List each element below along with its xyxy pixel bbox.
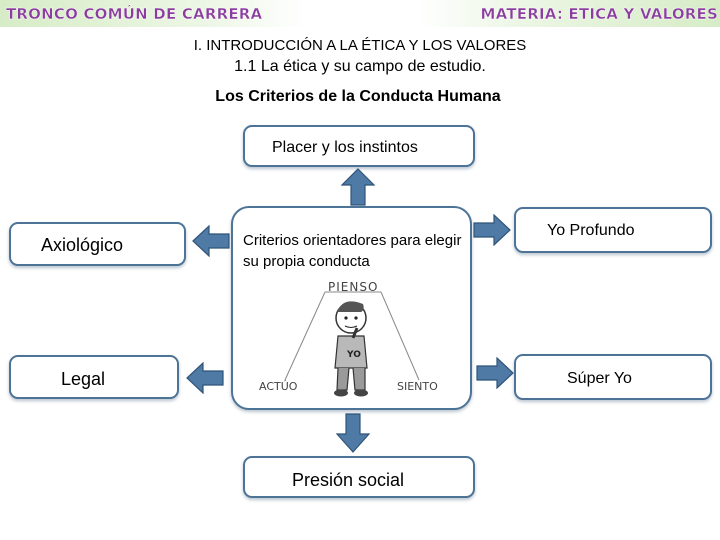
box-placer-instintos: Placer y los instintos	[243, 125, 475, 167]
illustration-word-actuo: ACTÚO	[259, 380, 298, 393]
arrow-right-top-icon	[473, 214, 511, 246]
box-presion-social: Presión social	[243, 456, 475, 498]
header-subject-title: MATERIA: ETICA Y VALORES	[418, 0, 720, 27]
arrow-left-bottom-icon	[186, 362, 224, 394]
arrow-left-top-icon	[192, 225, 230, 257]
box-axiologico: Axiológico	[9, 222, 186, 266]
illustration-word-yo: YO	[347, 350, 361, 360]
box-left-bottom-label: Legal	[61, 369, 106, 389]
box-super-yo: Súper Yo	[514, 354, 712, 400]
box-left-top-label: Axiológico	[41, 235, 124, 255]
box-right-bottom-label: Súper Yo	[567, 370, 632, 387]
arrow-up-icon	[341, 168, 375, 206]
topic-title: 1.1 La ética y su campo de estudio.	[234, 58, 486, 75]
box-top-label: Placer y los instintos	[272, 139, 418, 156]
box-yo-profundo: Yo Profundo	[514, 207, 712, 253]
box-right-top-label: Yo Profundo	[547, 222, 635, 239]
course-title: TRONCO COMÚN DE CARRERA	[6, 4, 263, 23]
arrow-down-icon	[336, 413, 370, 453]
center-box: Criterios orientadores para elegir su pr…	[231, 206, 472, 410]
arrow-right-bottom-icon	[476, 357, 514, 389]
illustration-word-pienso: PIENSO	[328, 280, 379, 294]
thinking-boy-illustration	[284, 291, 420, 397]
illustration-word-siento: SIENTO	[397, 380, 438, 393]
box-bottom-label: Presión social	[292, 470, 405, 490]
center-text: Criterios orientadores para elegir su pr…	[243, 232, 462, 270]
diagram-title: Los Criterios de la Conducta Humana	[215, 88, 501, 105]
box-legal: Legal	[9, 355, 179, 399]
unit-title: I. INTRODUCCIÓN A LA ÉTICA Y LOS VALORES	[193, 37, 527, 54]
subject-title: MATERIA: ETICA Y VALORES	[480, 4, 718, 23]
header-course-title: TRONCO COMÚN DE CARRERA	[0, 0, 306, 27]
